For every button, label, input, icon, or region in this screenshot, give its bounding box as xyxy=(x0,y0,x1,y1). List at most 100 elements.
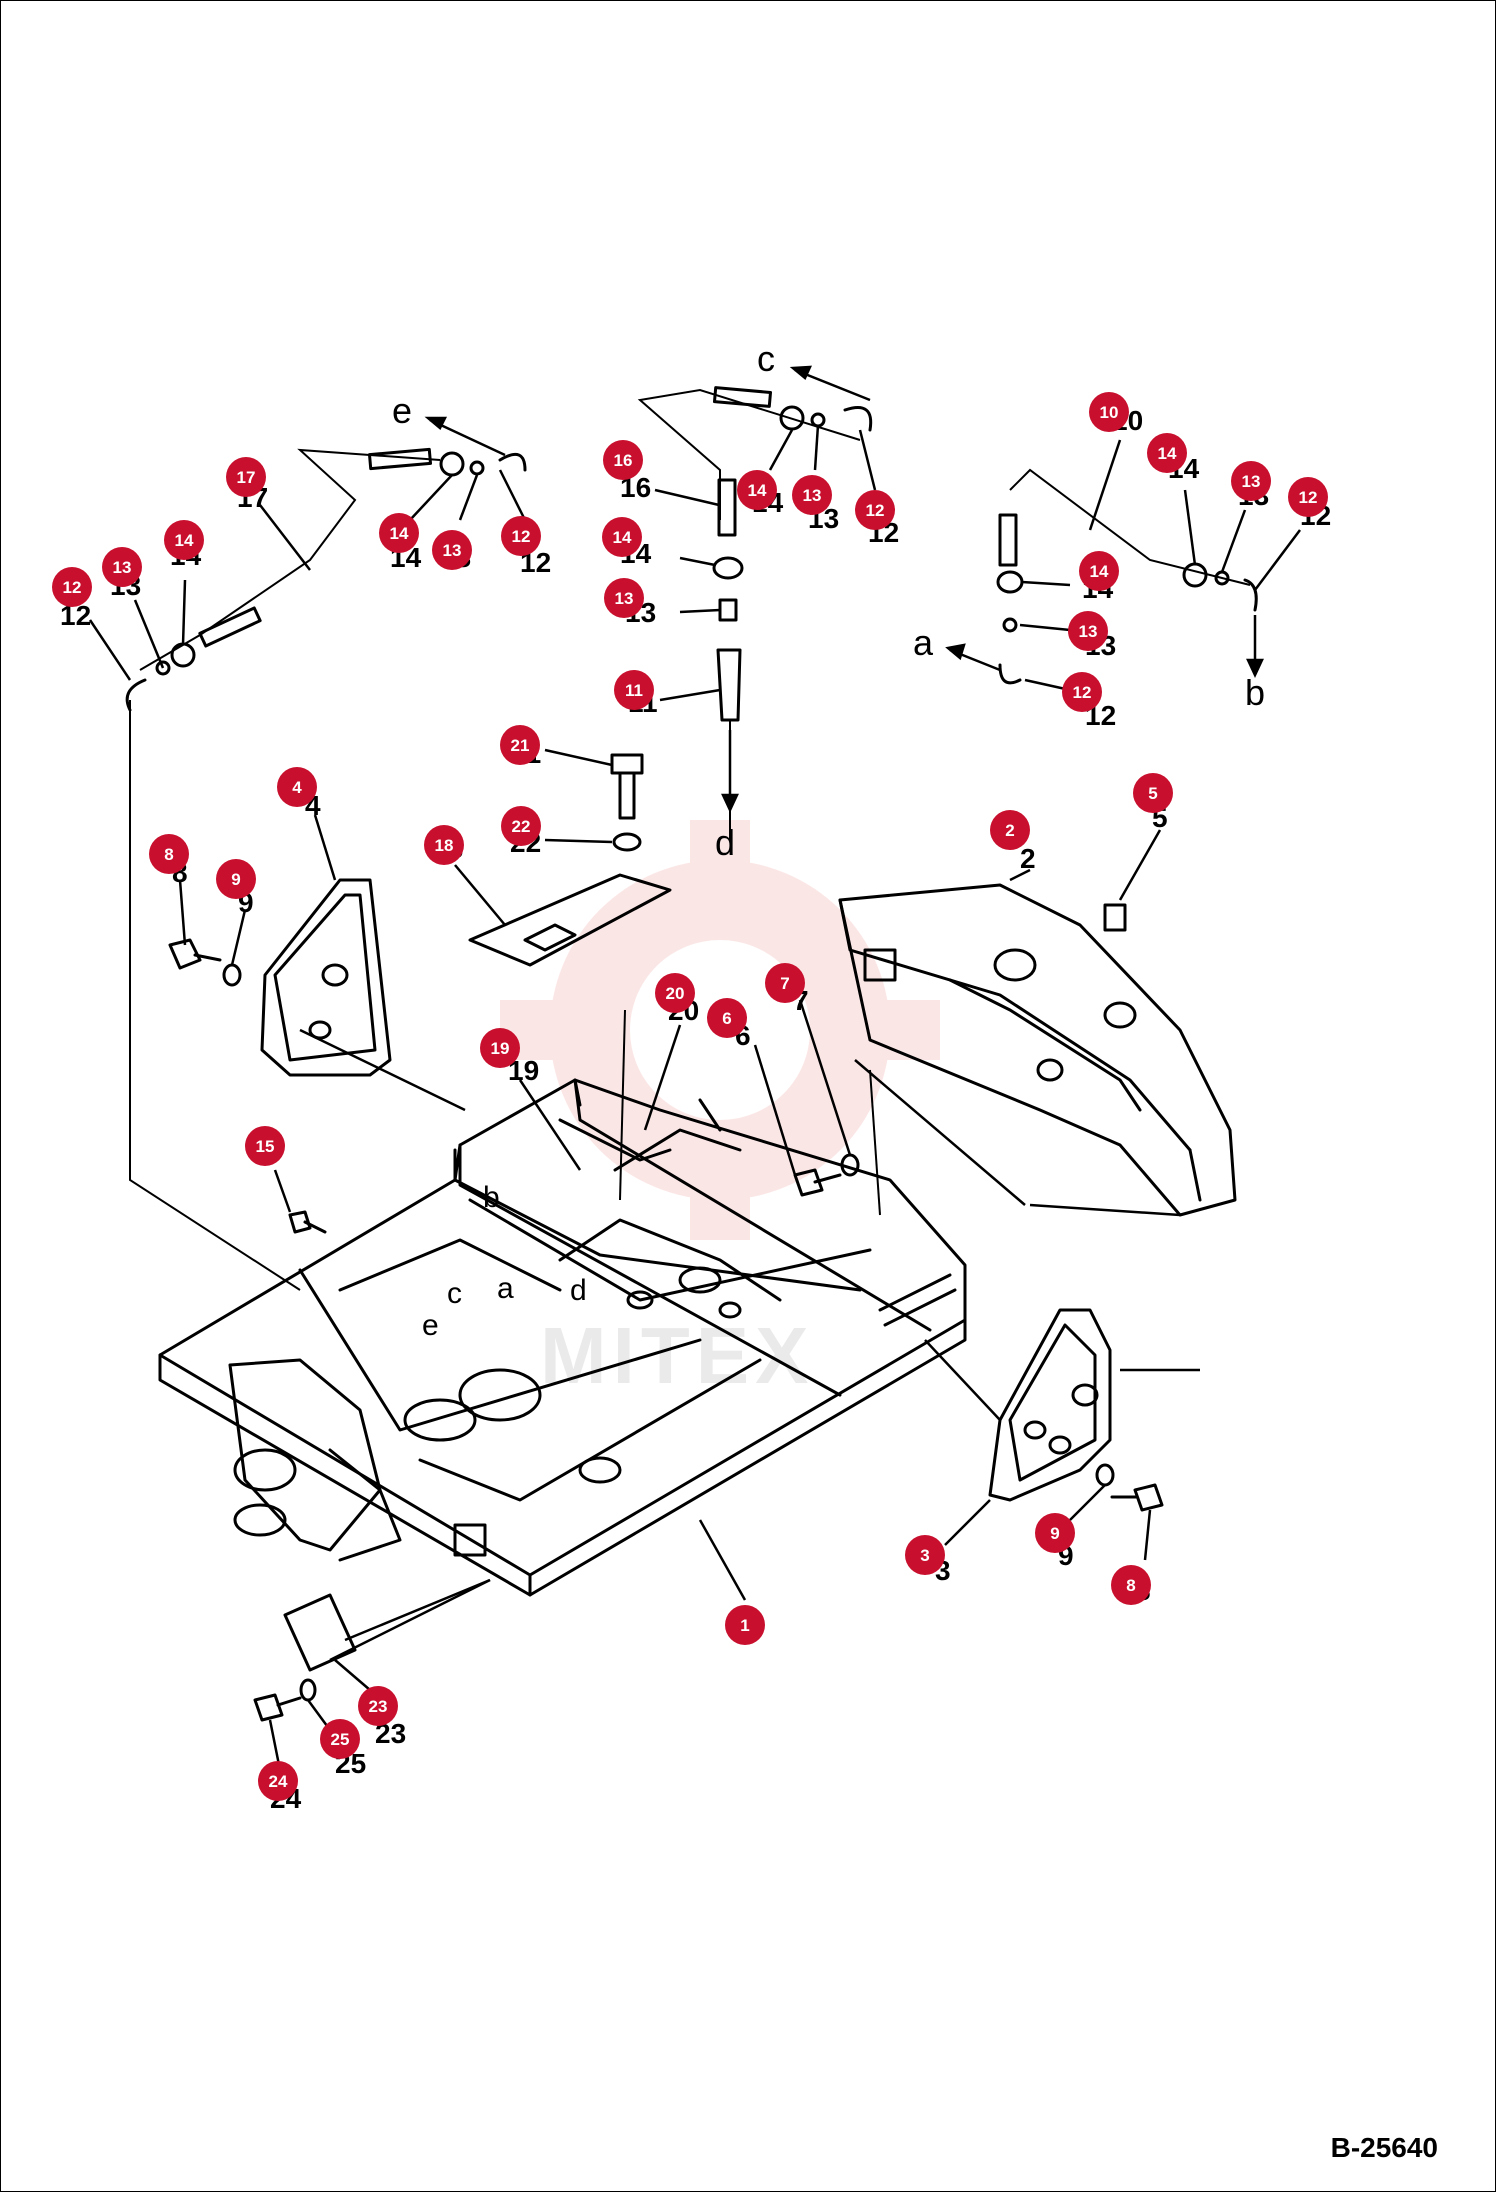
svg-text:14: 14 xyxy=(1090,562,1109,581)
callout-badge-13-left[interactable]: 13 xyxy=(102,547,142,587)
callout-badge-12-a[interactable]: 12 xyxy=(1062,672,1102,712)
svg-text:13: 13 xyxy=(113,558,132,577)
frame-label-e: e xyxy=(422,1309,439,1342)
callout-badge-14-center[interactable]: 14 xyxy=(602,517,642,557)
svg-text:22: 22 xyxy=(512,817,531,836)
svg-text:13: 13 xyxy=(803,486,822,505)
svg-text:12: 12 xyxy=(63,578,82,597)
svg-text:8: 8 xyxy=(164,845,173,864)
svg-text:8: 8 xyxy=(1126,1576,1135,1595)
right-side-plate-drawing xyxy=(988,1308,1112,1502)
frame-label-c: c xyxy=(447,1277,462,1310)
svg-text:19: 19 xyxy=(491,1039,510,1058)
svg-text:11: 11 xyxy=(625,681,643,700)
callout-badge-2[interactable]: 2 xyxy=(990,810,1030,850)
svg-text:23: 23 xyxy=(369,1697,388,1716)
direction-label-e: e xyxy=(392,390,412,431)
callout-badge-14-left[interactable]: 14 xyxy=(164,520,204,560)
direction-label-d: d xyxy=(715,822,735,863)
callout-badge-12-e[interactable]: 12 xyxy=(501,516,541,556)
callout-badge-9-right[interactable]: 9 xyxy=(1035,1513,1075,1553)
svg-text:14: 14 xyxy=(175,531,194,550)
svg-text:12: 12 xyxy=(512,527,531,546)
callout-badge-7[interactable]: 7 xyxy=(765,963,805,1003)
svg-text:12: 12 xyxy=(1299,488,1318,507)
svg-text:1: 1 xyxy=(740,1616,749,1635)
svg-text:5: 5 xyxy=(1148,784,1157,803)
callout-badge-13-right[interactable]: 13 xyxy=(1231,461,1271,501)
svg-text:3: 3 xyxy=(920,1546,929,1565)
callout-badge-14-c[interactable]: 14 xyxy=(737,470,777,510)
svg-text:13: 13 xyxy=(615,589,634,608)
callout-badge-16[interactable]: 16 xyxy=(603,440,643,480)
frame-label-b: b xyxy=(483,1181,500,1214)
svg-text:7: 7 xyxy=(780,974,789,993)
direction-label-a: a xyxy=(913,622,934,663)
svg-text:17: 17 xyxy=(237,468,256,487)
callout-badge-13-c[interactable]: 13 xyxy=(792,475,832,515)
callout-badge-5[interactable]: 5 xyxy=(1133,773,1173,813)
svg-text:10: 10 xyxy=(1100,403,1119,422)
svg-text:13: 13 xyxy=(1242,472,1261,491)
direction-arrows xyxy=(424,365,1264,813)
drawing-reference-code: B-25640 xyxy=(1330,2132,1438,2163)
svg-text:15: 15 xyxy=(256,1137,275,1156)
callout-badge-13-center[interactable]: 13 xyxy=(604,578,644,618)
callout-badge-12-right[interactable]: 12 xyxy=(1288,477,1328,517)
svg-text:18: 18 xyxy=(435,836,454,855)
callout-badge-10[interactable]: 10 xyxy=(1089,392,1129,432)
callout-badge-22[interactable]: 22 xyxy=(501,806,541,846)
callout-badge-21[interactable]: 21 xyxy=(500,725,540,765)
svg-text:20: 20 xyxy=(666,984,685,1003)
frame-label-a: a xyxy=(497,1272,514,1305)
svg-text:9: 9 xyxy=(1050,1524,1059,1543)
callout-badge-14-e[interactable]: 14 xyxy=(379,513,419,553)
callout-badge-9-left[interactable]: 9 xyxy=(216,859,256,899)
callout-badge-12-left[interactable]: 12 xyxy=(52,567,92,607)
svg-text:14: 14 xyxy=(390,524,409,543)
callout-badge-14-a[interactable]: 14 xyxy=(1079,551,1119,591)
inspection-cover-drawing xyxy=(283,1593,357,1672)
callout-badge-24[interactable]: 24 xyxy=(258,1761,298,1801)
callout-badge-25[interactable]: 25 xyxy=(320,1719,360,1759)
svg-text:16: 16 xyxy=(614,451,633,470)
cover-plate-drawing xyxy=(468,873,672,967)
callout-badge-18[interactable]: 18 xyxy=(424,825,464,865)
svg-text:12: 12 xyxy=(866,501,885,520)
callout-badge-12-c[interactable]: 12 xyxy=(855,490,895,530)
svg-text:6: 6 xyxy=(722,1009,731,1028)
svg-text:21: 21 xyxy=(511,736,530,755)
svg-text:13: 13 xyxy=(1079,622,1098,641)
callout-badge-13-a[interactable]: 13 xyxy=(1068,611,1108,651)
callout-badge-4[interactable]: 4 xyxy=(277,767,317,807)
svg-text:14: 14 xyxy=(1158,444,1177,463)
svg-text:14: 14 xyxy=(613,528,632,547)
callout-badge-20[interactable]: 20 xyxy=(655,973,695,1013)
main-frame-drawing xyxy=(158,1078,967,1597)
svg-text:14: 14 xyxy=(748,481,767,500)
assembly-leaders xyxy=(299,1028,1200,1662)
svg-text:4: 4 xyxy=(292,778,302,797)
label-2: 2 xyxy=(1020,843,1036,874)
left-side-plate-drawing xyxy=(260,878,392,1077)
callout-badge-6[interactable]: 6 xyxy=(707,998,747,1038)
frame-label-d: d xyxy=(570,1274,587,1307)
callout-badge-11[interactable]: 11 xyxy=(614,670,654,710)
direction-label-b: b xyxy=(1245,672,1265,713)
callout-badge-15[interactable]: 15 xyxy=(245,1126,285,1166)
callout-badge-13-e[interactable]: 13 xyxy=(432,530,472,570)
callout-badge-8-left[interactable]: 8 xyxy=(149,834,189,874)
callout-badge-17[interactable]: 17 xyxy=(226,457,266,497)
callout-badge-8-right[interactable]: 8 xyxy=(1111,1565,1151,1605)
svg-text:2: 2 xyxy=(1005,821,1014,840)
watermark-text: MITEX xyxy=(540,1311,815,1400)
callout-badge-3[interactable]: 3 xyxy=(905,1535,945,1575)
hydraulic-lines-drawing xyxy=(129,388,1251,1291)
callout-badge-1[interactable]: 1 xyxy=(725,1605,765,1645)
callout-badge-23[interactable]: 23 xyxy=(358,1686,398,1726)
svg-text:13: 13 xyxy=(443,541,462,560)
callout-badge-14-right[interactable]: 14 xyxy=(1147,433,1187,473)
callout-badge-19[interactable]: 19 xyxy=(480,1028,520,1068)
